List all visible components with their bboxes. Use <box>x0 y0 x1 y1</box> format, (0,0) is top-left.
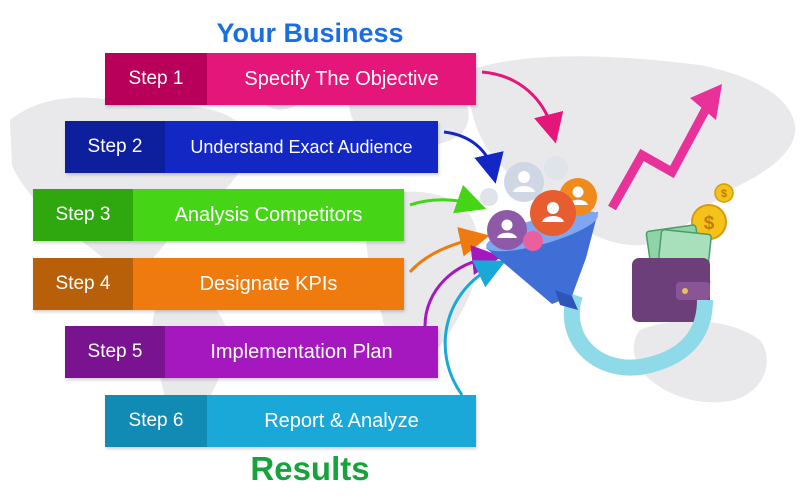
step-number: Step 2 <box>65 121 165 173</box>
step-label: Implementation Plan <box>165 326 438 378</box>
step-number: Step 5 <box>65 326 165 378</box>
step-number: Step 3 <box>33 189 133 241</box>
step-label: Specify The Objective <box>207 53 476 105</box>
step-number: Step 1 <box>105 53 207 105</box>
step-number: Step 4 <box>33 258 133 310</box>
step-label: Designate KPIs <box>133 258 404 310</box>
step-5-bar: Step 5 Implementation Plan <box>65 326 438 378</box>
step-6-bar: Step 6 Report & Analyze <box>105 395 476 447</box>
step-label: Report & Analyze <box>207 395 476 447</box>
step-label: Analysis Competitors <box>133 189 404 241</box>
step-1-bar: Step 1 Specify The Objective <box>105 53 476 105</box>
step-number: Step 6 <box>105 395 207 447</box>
page-title: Your Business <box>216 18 404 48</box>
results-heading: Results <box>250 450 370 487</box>
step-label: Understand Exact Audience <box>165 121 438 173</box>
step-4-bar: Step 4 Designate KPIs <box>33 258 404 310</box>
step-3-bar: Step 3 Analysis Competitors <box>33 189 404 241</box>
step-2-bar: Step 2 Understand Exact Audience <box>65 121 438 173</box>
